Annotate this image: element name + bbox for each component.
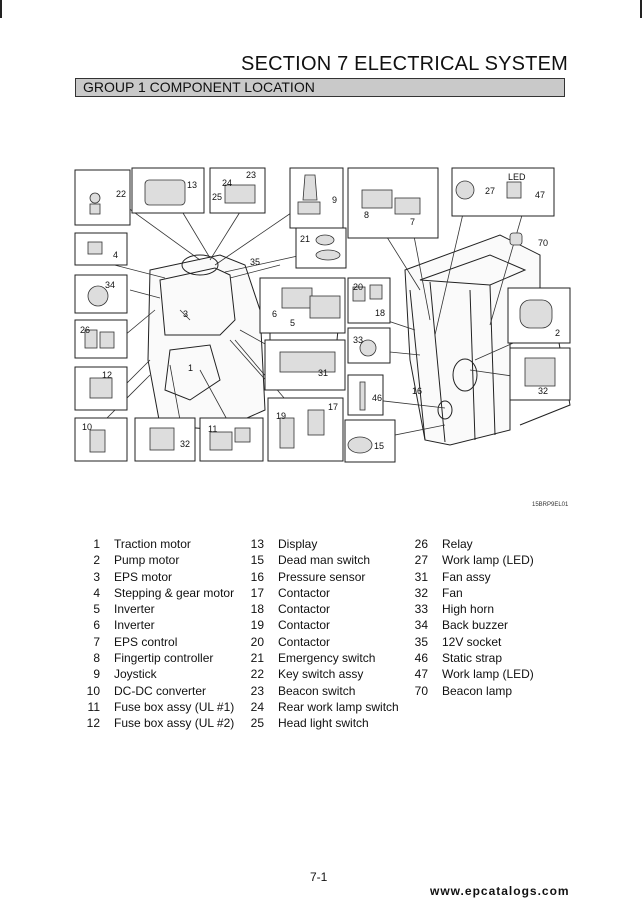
svg-text:27: 27 (485, 186, 495, 196)
svg-text:32: 32 (180, 439, 190, 449)
section-title: SECTION 7 ELECTRICAL SYSTEM (241, 53, 568, 75)
box-key-switch (74, 169, 131, 226)
callout-numbers: 22 13 23 24 25 9 8 7 27 47 LED 4 21 70 3… (80, 170, 560, 451)
svg-text:32: 32 (538, 386, 548, 396)
svg-text:5: 5 (290, 318, 295, 328)
svg-text:31: 31 (318, 368, 328, 378)
box-emergency-switch (295, 227, 347, 269)
svg-text:2: 2 (555, 328, 560, 338)
svg-text:6: 6 (272, 309, 277, 319)
svg-text:16: 16 (412, 386, 422, 396)
group-title-bar: GROUP 1 COMPONENT LOCATION (75, 78, 565, 97)
svg-text:34: 34 (105, 280, 115, 290)
svg-text:23: 23 (246, 170, 256, 180)
svg-text:22: 22 (116, 189, 126, 199)
svg-text:8: 8 (364, 210, 369, 220)
watermark: www.epcatalogs.com (430, 884, 570, 898)
svg-text:9: 9 (332, 195, 337, 205)
svg-text:13: 13 (187, 180, 197, 190)
box-static-strap (347, 374, 384, 416)
svg-text:70: 70 (538, 238, 548, 248)
box-fingertip (347, 167, 439, 239)
svg-text:4: 4 (113, 250, 118, 260)
svg-text:35: 35 (250, 257, 260, 267)
box-fan-32-right (509, 347, 571, 401)
svg-text:18: 18 (375, 308, 385, 318)
svg-text:7: 7 (410, 217, 415, 227)
page-number: 7-1 (310, 870, 328, 884)
svg-text:15: 15 (374, 441, 384, 451)
svg-text:33: 33 (353, 335, 363, 345)
svg-text:17: 17 (328, 402, 338, 412)
svg-text:LED: LED (508, 172, 526, 182)
page-edge-right (640, 0, 642, 18)
figure-code: 15BRP9EL01 (532, 502, 569, 508)
svg-text:21: 21 (300, 234, 310, 244)
svg-text:19: 19 (276, 411, 286, 421)
svg-text:26: 26 (80, 325, 90, 335)
group-title: GROUP 1 COMPONENT LOCATION (83, 79, 315, 95)
svg-text:24: 24 (222, 178, 232, 188)
svg-text:47: 47 (535, 190, 545, 200)
svg-text:12: 12 (102, 370, 112, 380)
component-location-figure: 22 13 23 24 25 9 8 7 27 47 LED 4 21 70 3… (70, 160, 580, 465)
page-edge-left (0, 0, 2, 18)
svg-text:3: 3 (183, 309, 188, 319)
svg-text:11: 11 (208, 424, 217, 434)
svg-text:1: 1 (188, 363, 193, 373)
svg-text:10: 10 (82, 422, 92, 432)
svg-text:46: 46 (372, 393, 382, 403)
svg-text:25: 25 (212, 192, 222, 202)
forklift-diagram: 22 13 23 24 25 9 8 7 27 47 LED 4 21 70 3… (74, 167, 571, 463)
svg-text:20: 20 (353, 282, 363, 292)
